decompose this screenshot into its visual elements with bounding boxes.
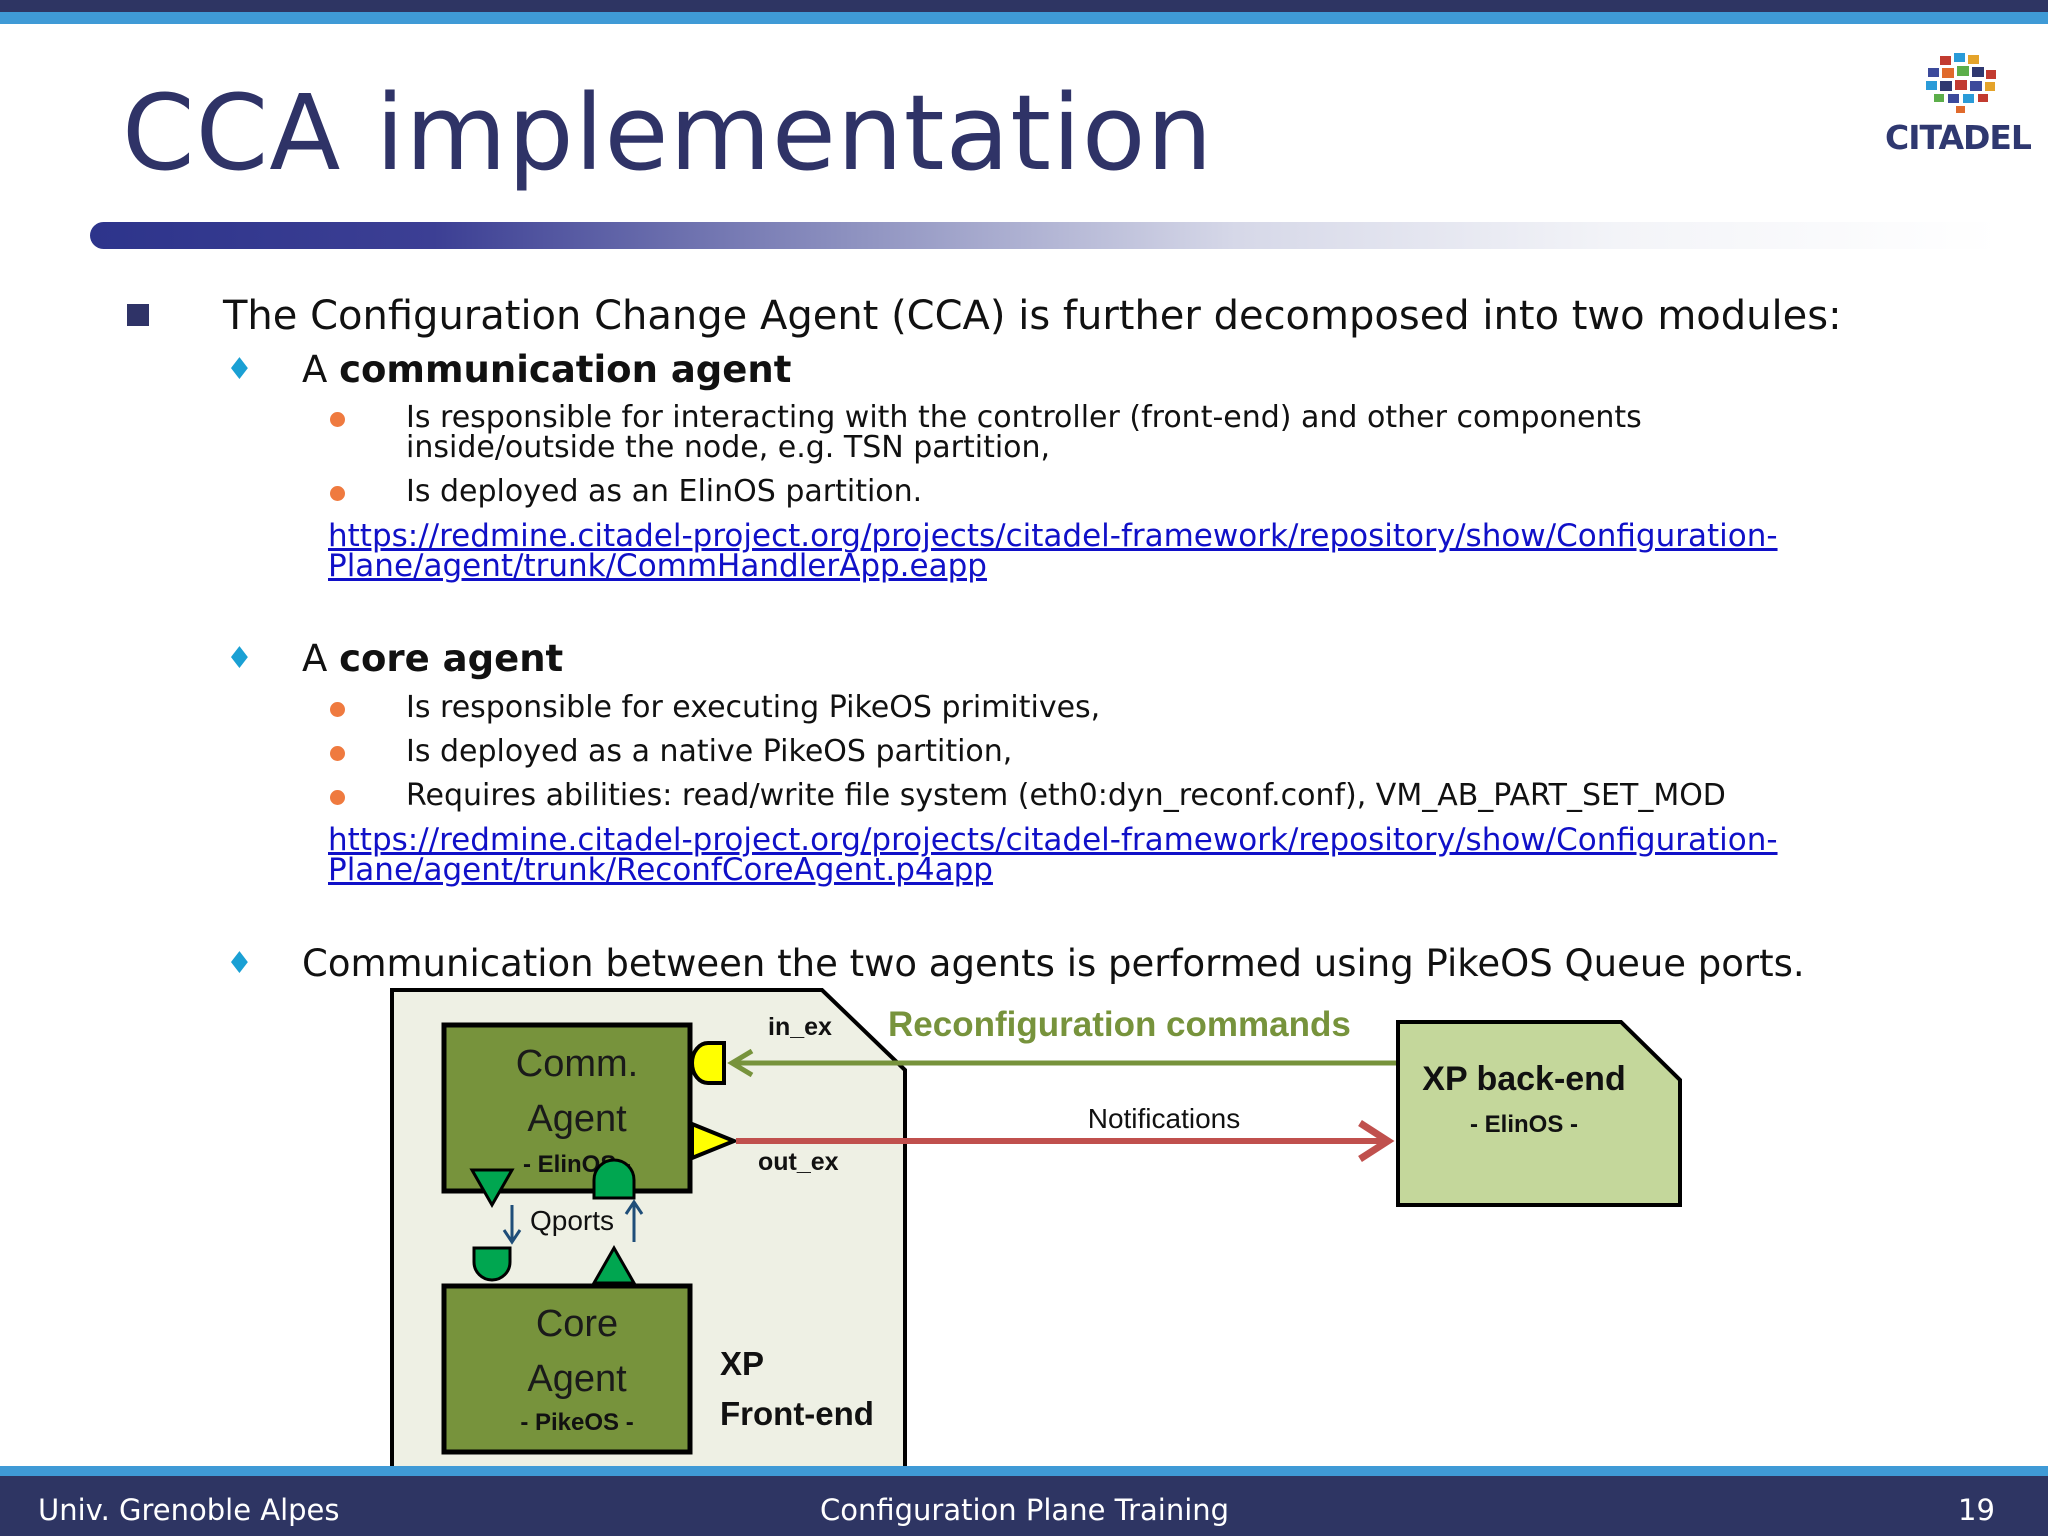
diamond-bullet-icon: ♦ <box>226 352 253 387</box>
section-prefix: A <box>302 348 340 391</box>
diamond-bullet-icon: ♦ <box>226 641 253 676</box>
comm-agent-label-1: Comm. <box>516 1043 638 1085</box>
out-ex-label: out_ex <box>758 1148 839 1176</box>
core-agent-label-2: Agent <box>527 1358 627 1400</box>
section-heading: communication agent <box>339 348 792 391</box>
cca-architecture-diagram: Comm. Agent - ElinOS - Core Agent - Pike… <box>390 988 1682 1470</box>
diamond-bullet-icon: ♦ <box>226 946 253 981</box>
core-agent-repo-link-line2[interactable]: Plane/agent/trunk/ReconfCoreAgent.p4app <box>328 852 993 888</box>
section-prefix: A <box>302 637 340 680</box>
out-ex-port-icon <box>690 1121 740 1161</box>
list-item: Requires abilities: read/write file syst… <box>406 778 1726 813</box>
comm-agent-box <box>441 1022 693 1194</box>
backend-title: XP back-end <box>1422 1060 1625 1098</box>
in-ex-label: in_ex <box>768 1013 832 1041</box>
footer-institution: Univ. Grenoble Alpes <box>38 1493 340 1527</box>
orange-dot-bullet-icon <box>330 486 345 501</box>
square-bullet-icon <box>127 304 149 326</box>
list-item: Is responsible for interacting with the … <box>406 400 1642 435</box>
queue-ports-statement: Communication between the two agents is … <box>302 942 1805 985</box>
list-item: Is deployed as a native PikeOS partition… <box>406 734 1013 769</box>
top-bar <box>0 0 2048 24</box>
core-agent-box <box>441 1283 693 1455</box>
section-communication-agent: A communication agent <box>302 348 791 391</box>
citadel-logo: CITADEL <box>1878 50 2038 160</box>
notifications-label: Notifications <box>1088 1103 1241 1134</box>
footer-accent-line <box>0 1466 2048 1476</box>
section-core-agent: A core agent <box>302 637 563 680</box>
qports-label: Qports <box>530 1205 614 1236</box>
page-title: CCA implementation <box>122 72 1214 194</box>
core-qport-in-icon <box>472 1246 512 1282</box>
comm-agent-repo-link-line1[interactable]: https://redmine.citadel-project.org/proj… <box>328 518 1778 554</box>
list-item: Is deployed as an ElinOS partition. <box>406 474 923 509</box>
main-bullet-text: The Configuration Change Agent (CCA) is … <box>223 293 1842 339</box>
section-heading: core agent <box>339 637 564 680</box>
footer-bar <box>0 1466 2048 1536</box>
page-number: 19 <box>1958 1493 1995 1527</box>
orange-dot-bullet-icon <box>330 412 345 427</box>
core-agent-os: - PikeOS - <box>520 1409 633 1436</box>
core-agent-repo-link-line1[interactable]: https://redmine.citadel-project.org/proj… <box>328 822 1778 858</box>
frontend-label-2: Front-end <box>720 1395 874 1432</box>
reconfiguration-label: Reconfiguration commands <box>888 1005 1351 1044</box>
title-underline-bar <box>90 222 2000 249</box>
orange-dot-bullet-icon <box>330 790 345 805</box>
logo-text: CITADEL <box>1885 118 2032 157</box>
in-ex-port-icon <box>690 1041 726 1085</box>
backend-os: - ElinOS - <box>1470 1111 1578 1138</box>
core-agent-label-1: Core <box>536 1303 618 1345</box>
list-item-continuation: inside/outside the node, e.g. TSN partit… <box>406 430 1051 465</box>
comm-agent-repo-link-line2[interactable]: Plane/agent/trunk/CommHandlerApp.eapp <box>328 548 987 584</box>
footer-course-title: Configuration Plane Training <box>820 1493 1230 1527</box>
list-item: Is responsible for executing PikeOS prim… <box>406 690 1101 725</box>
comm-qport-out-icon <box>469 1168 515 1209</box>
orange-dot-bullet-icon <box>330 746 345 761</box>
logo-mosaic-icon <box>1926 53 1996 113</box>
comm-qport-in-icon <box>592 1158 636 1200</box>
core-qport-out-icon <box>591 1244 637 1285</box>
orange-dot-bullet-icon <box>330 702 345 717</box>
xp-backend-box <box>1396 1020 1682 1207</box>
comm-agent-label-2: Agent <box>527 1098 627 1140</box>
frontend-label-1: XP <box>720 1345 764 1382</box>
